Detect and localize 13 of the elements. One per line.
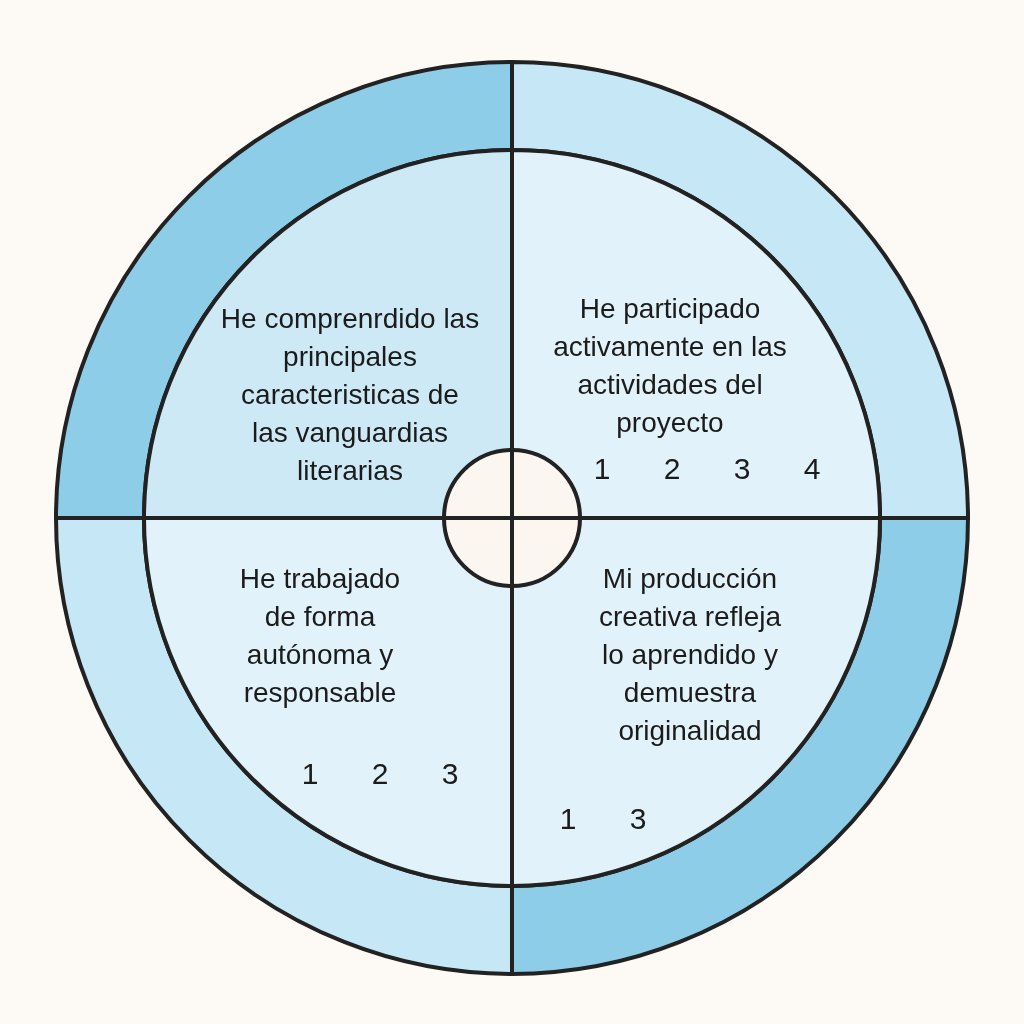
statement-text: He trabajado de forma autónoma y responsable [238, 562, 402, 710]
rating-number: 1 [559, 802, 577, 836]
rating-number: 1 [593, 452, 611, 486]
rating-number: 2 [663, 452, 681, 486]
rating-number: 3 [733, 452, 751, 486]
rating-number: 3 [441, 757, 459, 791]
statement-text: Mi producción creativa refleja lo aprendido y demuestra originalidad [597, 562, 783, 748]
rating-number: 2 [371, 757, 389, 791]
statement-text: He comprenrdido las principales caracteristicas de las vanguardias literarias [219, 302, 481, 488]
statement-text: He participado activamente en las actividades del proyecto [552, 292, 788, 440]
rating-number: 3 [629, 802, 647, 836]
rating-number: 1 [301, 757, 319, 791]
rating-number: 4 [803, 452, 821, 486]
